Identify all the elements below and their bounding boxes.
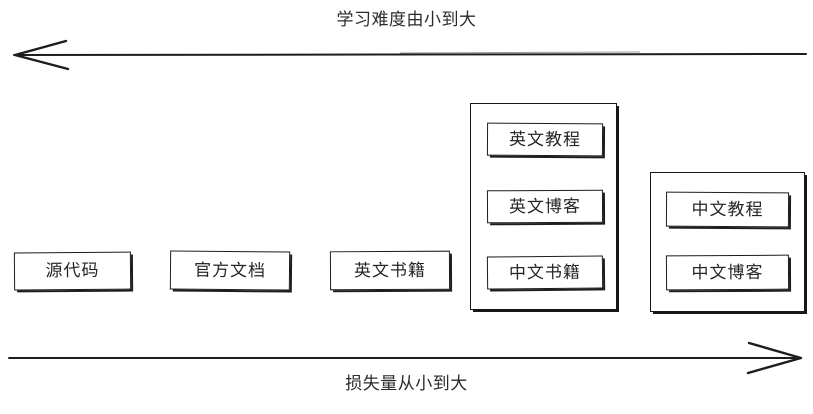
node-label: 中文博客: [691, 262, 764, 282]
node-source-code[interactable]: 源代码: [13, 251, 132, 291]
top-axis-arrow: [13, 39, 807, 71]
node-label: 源代码: [45, 260, 100, 281]
bottom-axis-arrow: [8, 341, 803, 375]
node-english-books[interactable]: 英文书籍: [329, 250, 451, 291]
node-chinese-blog[interactable]: 中文博客: [665, 254, 790, 291]
node-chinese-books[interactable]: 中文书籍: [486, 255, 604, 290]
node-label: 中文教程: [691, 199, 764, 219]
bottom-axis-label: 损失量从小到大: [345, 374, 468, 393]
node-label: 中文书籍: [508, 262, 582, 282]
node-official-docs[interactable]: 官方文档: [169, 250, 291, 291]
node-chinese-tutorial[interactable]: 中文教程: [665, 191, 790, 228]
node-label: 官方文档: [193, 260, 267, 280]
top-axis-label: 学习难度由小到大: [336, 10, 477, 29]
node-english-blog[interactable]: 英文博客: [486, 189, 604, 224]
node-label: 英文教程: [508, 129, 582, 149]
node-label: 英文书籍: [353, 260, 427, 280]
node-english-tutorial[interactable]: 英文教程: [486, 122, 604, 157]
node-label: 英文博客: [508, 196, 582, 216]
